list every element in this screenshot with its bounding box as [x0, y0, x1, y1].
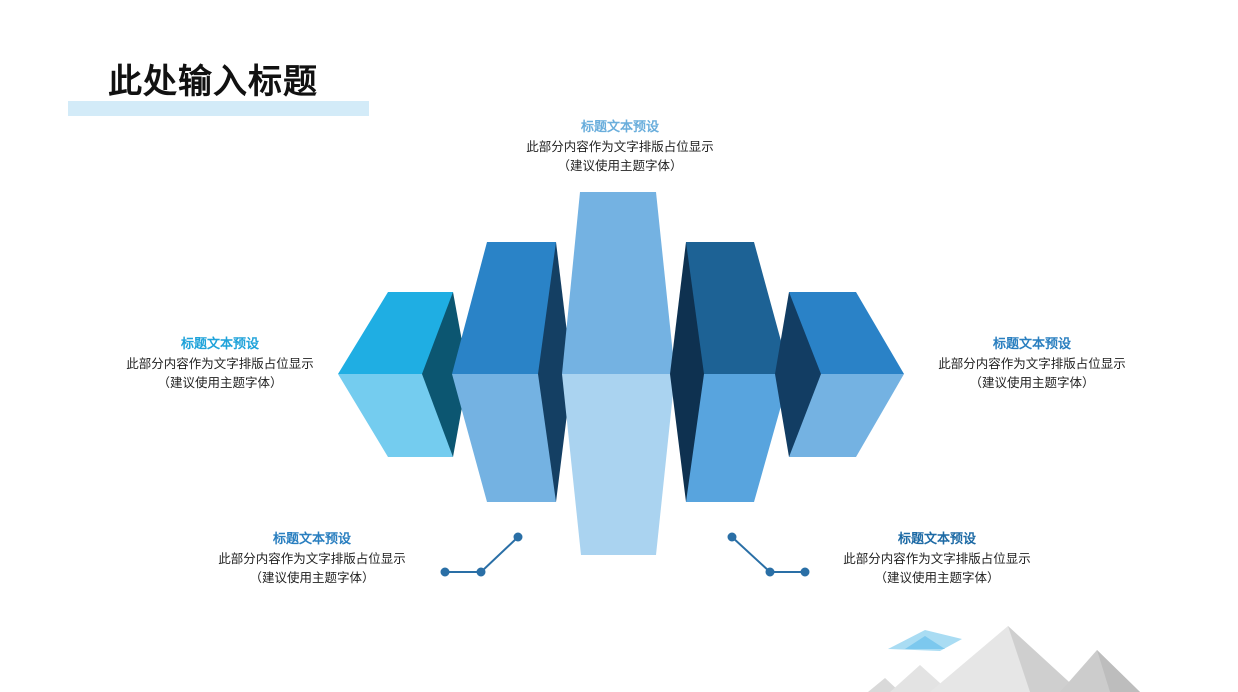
text-block-bottom-left: 标题文本预设 此部分内容作为文字排版占位显示 （建议使用主题字体） — [192, 531, 432, 587]
connector-left — [440, 532, 523, 577]
bar-far-right-bottom — [789, 374, 904, 457]
bar-center-bottom — [562, 374, 675, 555]
bar-right-mid-bottom — [686, 374, 790, 502]
bar-far-left-top — [338, 292, 453, 374]
heading-bottom-right: 标题文本预设 — [897, 532, 976, 547]
bar-far-right-top — [789, 292, 904, 374]
bar-left-mid-side — [538, 242, 572, 502]
body-top-line2: （建议使用主题字体） — [557, 158, 683, 173]
heading-right: 标题文本预设 — [992, 337, 1071, 352]
bar-far-left-side — [422, 292, 468, 457]
connector-right — [727, 532, 810, 577]
body-left-line2: （建议使用主题字体） — [157, 375, 283, 390]
body-left-line1: 此部分内容作为文字排版占位显示 — [126, 356, 314, 371]
page-title: 此处输入标题 — [108, 62, 318, 102]
bar-left-mid-top — [452, 242, 556, 374]
mountain-decoration — [868, 626, 1140, 692]
body-bottom-left-line1: 此部分内容作为文字排版占位显示 — [218, 551, 406, 566]
heading-bottom-left: 标题文本预设 — [272, 532, 351, 547]
text-block-top: 标题文本预设 此部分内容作为文字排版占位显示 （建议使用主题字体） — [500, 119, 740, 175]
body-right-line1: 此部分内容作为文字排版占位显示 — [938, 356, 1126, 371]
text-block-bottom-right: 标题文本预设 此部分内容作为文字排版占位显示 （建议使用主题字体） — [817, 531, 1057, 587]
bar-right-mid-side — [670, 242, 704, 502]
body-bottom-left-line2: （建议使用主题字体） — [249, 570, 375, 585]
bar-right-mid-top — [686, 242, 790, 374]
text-block-right: 标题文本预设 此部分内容作为文字排版占位显示 （建议使用主题字体） — [912, 336, 1152, 392]
bar-left-mid-bottom — [452, 374, 556, 502]
bar-far-right-side — [775, 292, 821, 457]
bar-far-left-bottom — [338, 374, 453, 457]
body-right-line2: （建议使用主题字体） — [969, 375, 1095, 390]
bar-center-top — [562, 192, 675, 374]
text-block-left: 标题文本预设 此部分内容作为文字排版占位显示 （建议使用主题字体） — [100, 336, 340, 392]
body-bottom-right-line2: （建议使用主题字体） — [874, 570, 1000, 585]
heading-left: 标题文本预设 — [180, 337, 259, 352]
body-top-line1: 此部分内容作为文字排版占位显示 — [526, 139, 714, 154]
heading-top: 标题文本预设 — [580, 120, 659, 135]
title-underline-bar — [68, 101, 369, 116]
body-bottom-right-line1: 此部分内容作为文字排版占位显示 — [843, 551, 1031, 566]
